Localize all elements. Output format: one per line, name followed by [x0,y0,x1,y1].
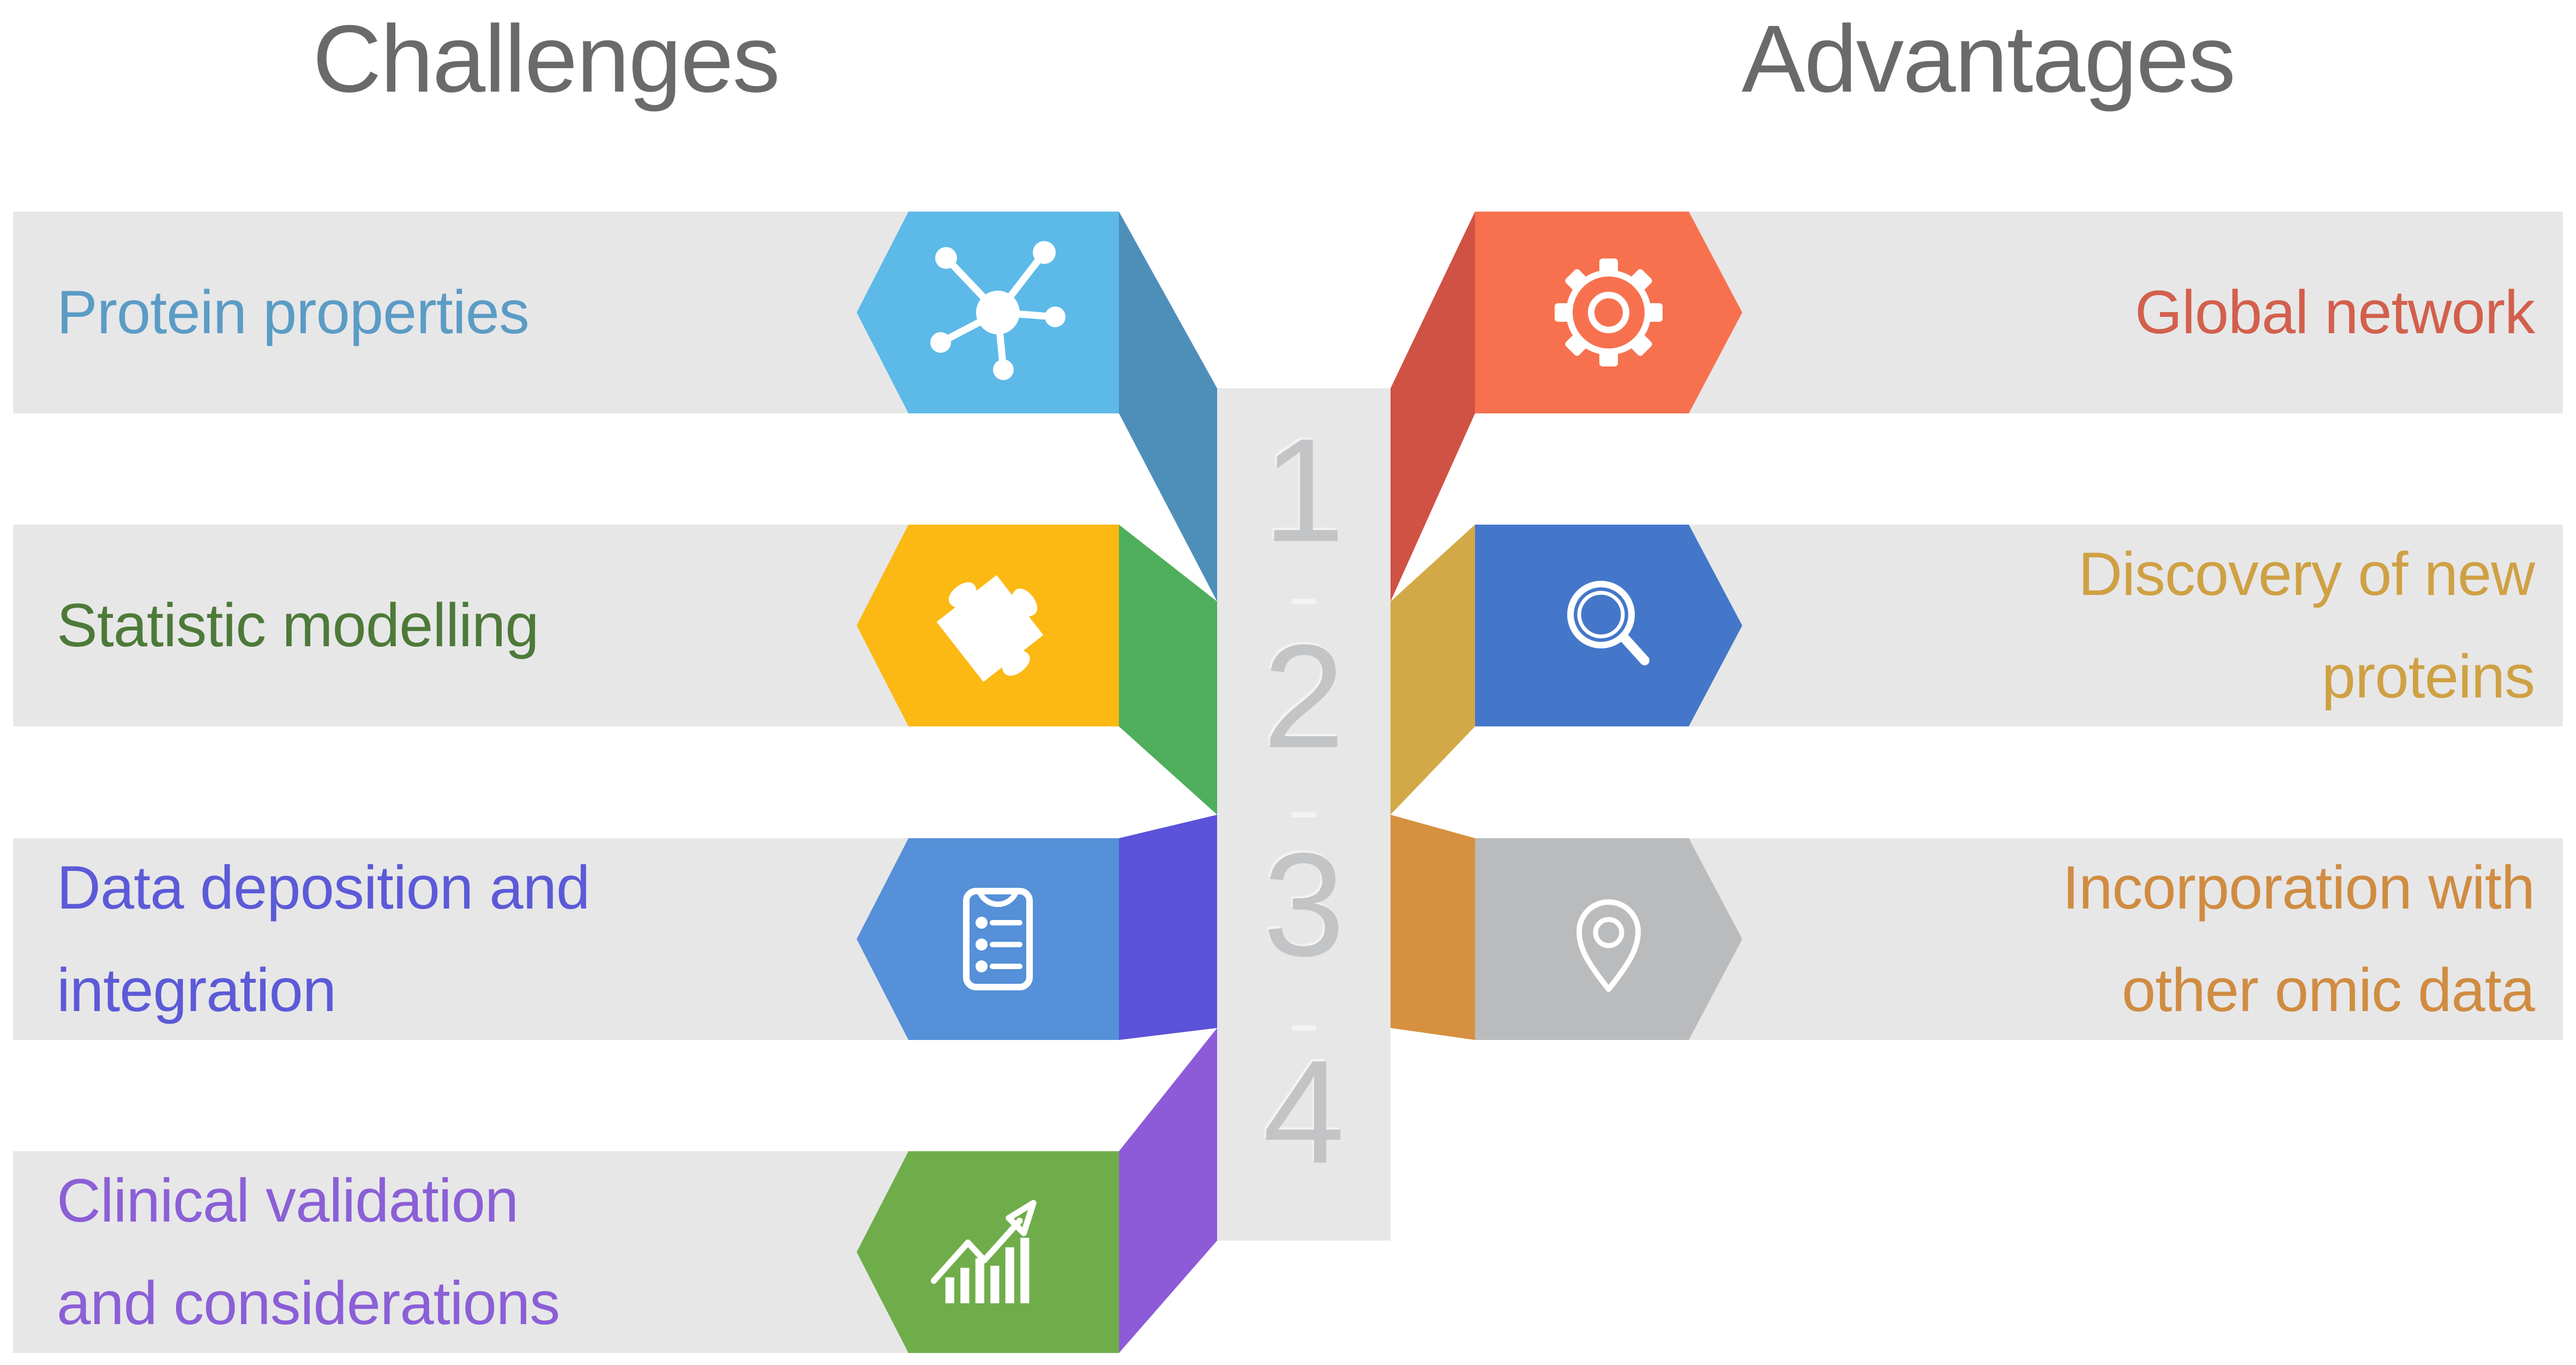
segment-divider [1291,812,1316,817]
label-line: Global network [2134,278,2535,346]
challenge-label-4: Clinical validation and considerations [57,1150,560,1355]
label-line: and considerations [57,1269,560,1337]
ribbon-challenge-2 [1119,525,1217,815]
ribbon-challenge-4 [1119,1028,1217,1353]
advantage-label-3: Incorporation with other omic data [2062,837,2535,1042]
challenge-label-3: Data deposition and integration [57,837,590,1042]
challenges-title: Challenges [312,6,780,112]
advantage-label-2: Discovery of new proteins [2078,523,2535,728]
label-line: Protein properties [57,278,529,346]
challenge-label-1: Protein properties [57,261,529,364]
advantage-band-2: Discovery of new proteins [1688,525,2563,726]
pin-icon [1576,899,1641,992]
segment-divider [1291,599,1316,604]
challenge-label-2: Statistic modelling [57,574,539,677]
label-line: other omic data [2122,956,2535,1024]
label-line: Data deposition and [57,853,590,922]
challenge-band-1: Protein properties [13,212,1119,413]
label-line: Statistic modelling [57,591,539,659]
advantage-label-1: Global network [2135,261,2535,364]
center-number-bar: 1 2 3 4 [1217,388,1391,1241]
ribbon-advantage-1 [1391,212,1475,602]
segment-divider [1291,1025,1316,1031]
gear-icon [1555,258,1663,366]
label-line: Clinical validation [57,1166,519,1235]
ribbon-challenge-1 [1119,212,1217,602]
label-line: Discovery of new [2078,539,2535,608]
challenge-band-2: Statistic modelling [13,525,1119,726]
advantage-band-1: Global network [1688,212,2563,413]
advantages-title: Advantages [1741,6,2236,112]
ribbon-advantage-3 [1391,815,1475,1040]
challenge-band-4: Clinical validation and considerations [13,1151,1119,1353]
label-line: proteins [2321,642,2535,711]
magnifier-icon [1567,581,1650,665]
label-line: Incorporation with [2062,853,2535,922]
ribbon-challenge-3 [1119,815,1217,1040]
label-line: integration [57,956,336,1024]
advantage-band-3: Incorporation with other omic data [1688,838,2563,1040]
ribbon-advantage-2 [1391,525,1475,815]
challenge-band-3: Data deposition and integration [13,838,1119,1040]
